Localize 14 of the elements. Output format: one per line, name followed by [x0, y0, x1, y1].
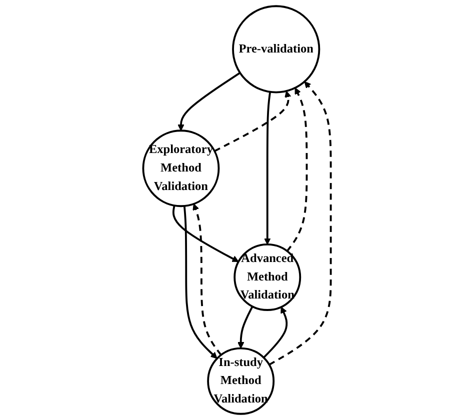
arrow: [214, 90, 292, 152]
node-circle: In-study Method Validation: [207, 347, 275, 415]
node-circle: Pre-validation: [232, 5, 320, 94]
arrow: [237, 306, 254, 349]
arrow: [268, 81, 332, 366]
arrow: [286, 88, 308, 252]
arrow: [263, 306, 288, 358]
arrow: [172, 205, 239, 262]
arrow: [178, 72, 241, 131]
arrow: [264, 92, 272, 245]
arrow: [192, 204, 222, 356]
node-circle: Advanced Method Validation: [234, 244, 302, 311]
node-circle: Exploratory Method Validation: [142, 130, 220, 208]
arrow: [183, 206, 218, 359]
